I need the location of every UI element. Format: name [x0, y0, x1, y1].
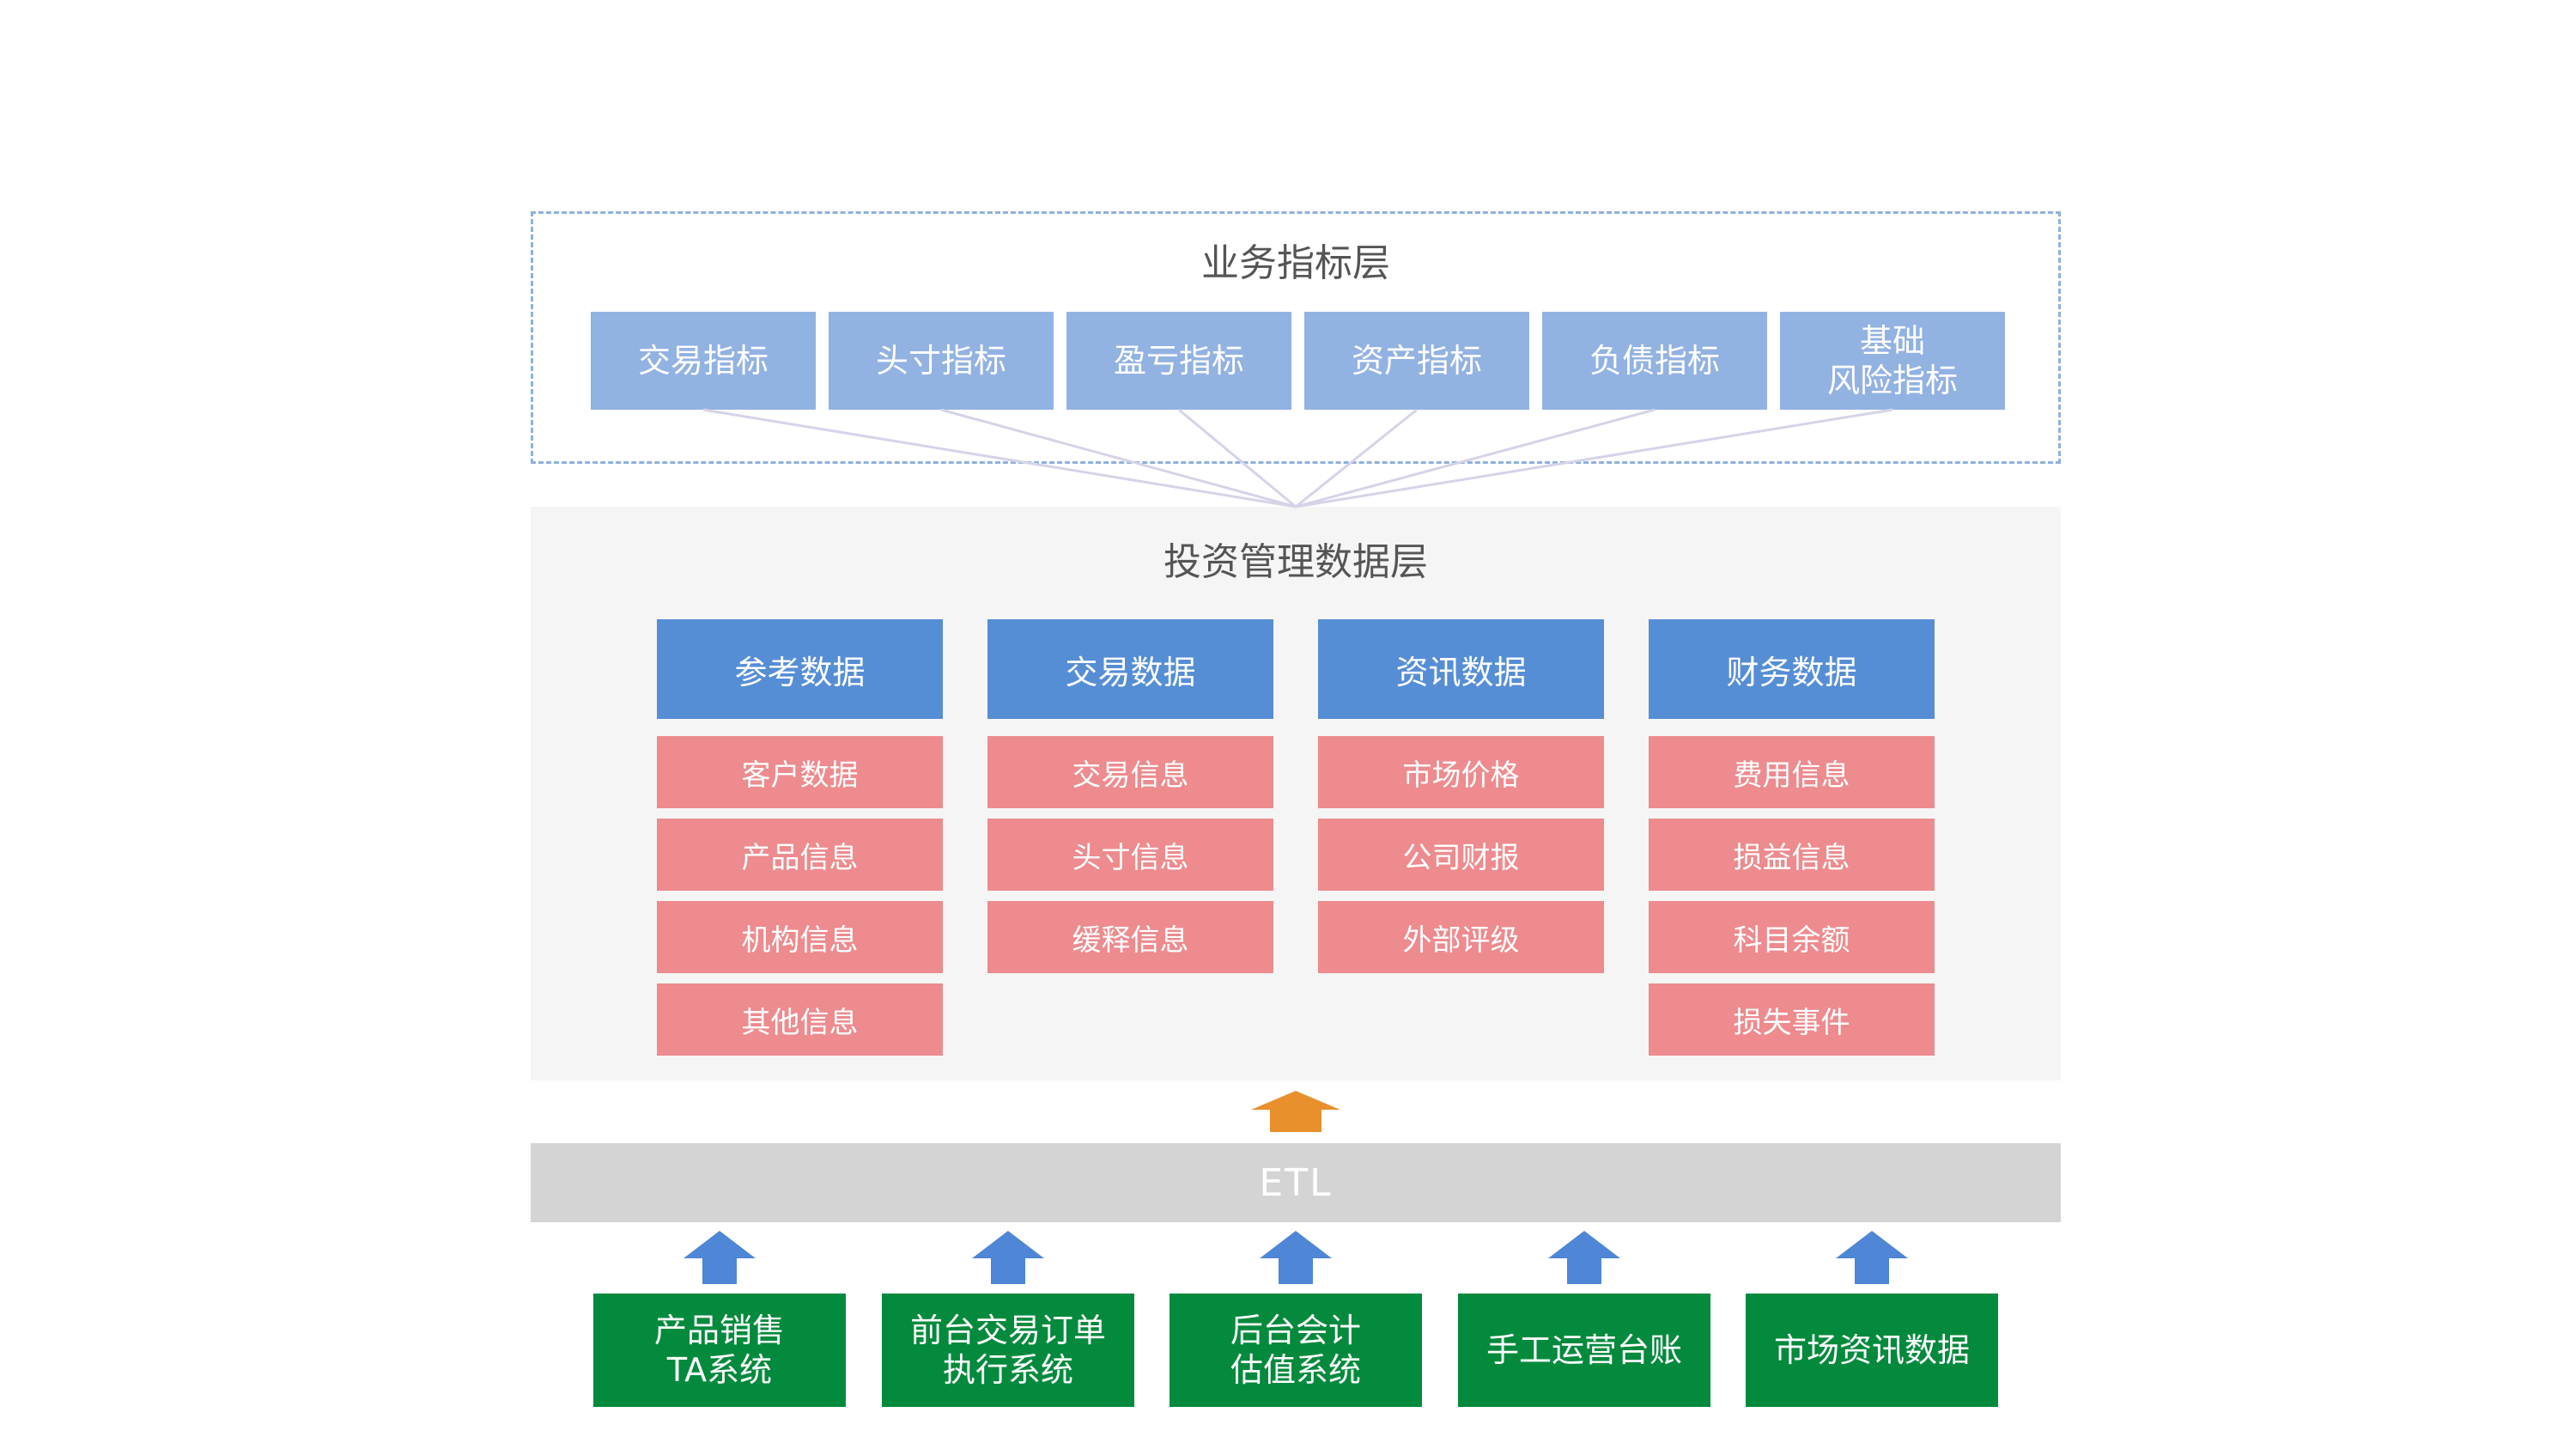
source-up-arrow-icon — [1260, 1231, 1332, 1284]
metric-box-pnl: 盈亏指标 — [1066, 312, 1291, 410]
source-up-arrow-icon — [972, 1231, 1044, 1284]
metric-box-position: 头寸指标 — [829, 312, 1054, 410]
etl-bar: ETL — [531, 1143, 2061, 1222]
data-item: 市场价格 — [1318, 736, 1604, 808]
source-manual-ledger: 手工运营台账 — [1458, 1294, 1710, 1407]
data-item: 缓释信息 — [987, 901, 1273, 973]
category-trade-data: 交易数据 — [987, 619, 1273, 719]
source-up-arrow-icon — [1836, 1231, 1908, 1284]
metric-box-asset: 资产指标 — [1304, 312, 1529, 410]
data-item: 其他信息 — [657, 983, 943, 1056]
data-item: 损失事件 — [1649, 983, 1935, 1056]
data-item: 头寸信息 — [987, 819, 1273, 891]
category-reference-data: 参考数据 — [657, 619, 943, 719]
data-item: 科目余额 — [1649, 901, 1935, 973]
source-market-info: 市场资讯数据 — [1746, 1294, 1998, 1407]
data-item: 机构信息 — [657, 901, 943, 973]
data-item: 客户数据 — [657, 736, 943, 808]
category-info-data: 资讯数据 — [1318, 619, 1604, 719]
metric-box-trading: 交易指标 — [591, 312, 816, 410]
data-item: 费用信息 — [1649, 736, 1935, 808]
source-front-office-order: 前台交易订单 执行系统 — [882, 1294, 1134, 1407]
etl-up-arrow-icon — [1251, 1091, 1340, 1132]
source-up-arrow-icon — [1548, 1231, 1620, 1284]
data-item: 损益信息 — [1649, 819, 1935, 891]
data-item: 产品信息 — [657, 819, 943, 891]
metric-layer-title: 业务指标层 — [1201, 241, 1390, 285]
data-item: 外部评级 — [1318, 901, 1604, 973]
data-layer-title: 投资管理数据层 — [1163, 540, 1428, 584]
source-product-sales-ta: 产品销售 TA系统 — [593, 1294, 846, 1407]
metric-box-liability: 负债指标 — [1542, 312, 1767, 410]
source-up-arrow-icon — [683, 1231, 756, 1284]
data-item: 公司财报 — [1318, 819, 1604, 891]
metric-box-basic-risk: 基础 风险指标 — [1780, 312, 2005, 410]
category-finance-data: 财务数据 — [1649, 619, 1935, 719]
source-back-office-accounting: 后台会计 估值系统 — [1170, 1294, 1422, 1407]
data-item: 交易信息 — [987, 736, 1273, 808]
